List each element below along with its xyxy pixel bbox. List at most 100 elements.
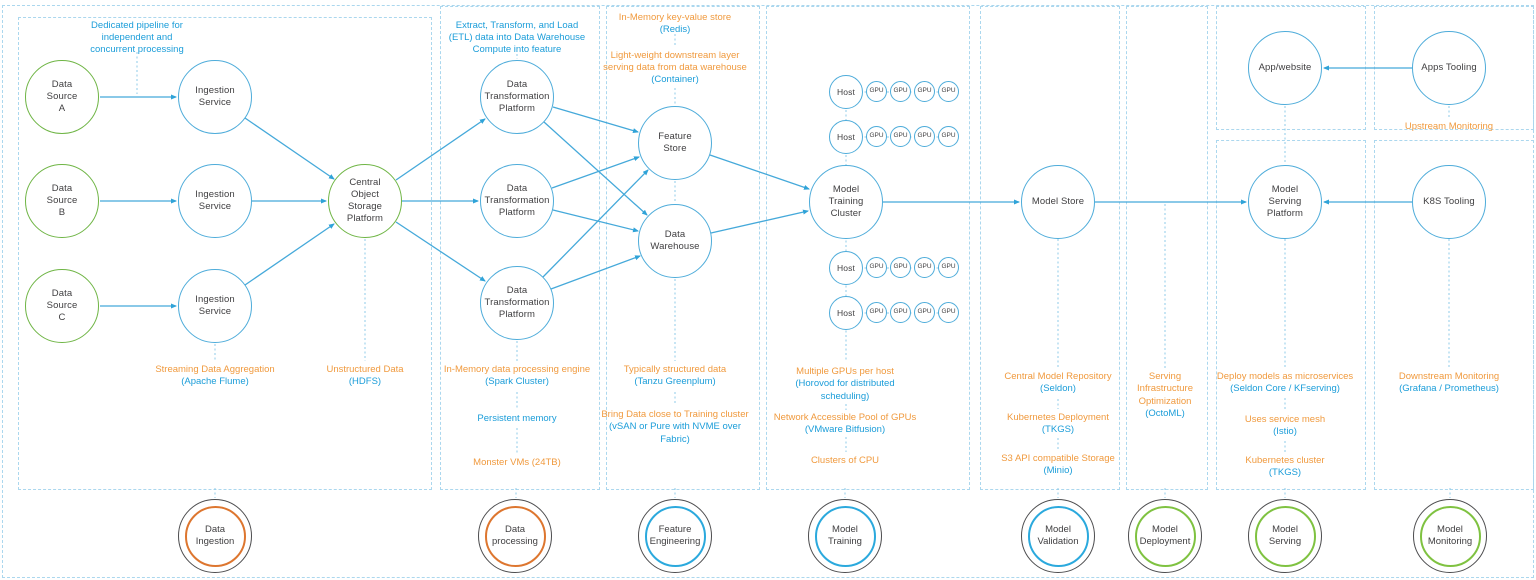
header-text-blue: (Container)	[651, 74, 699, 86]
node-label: Host	[837, 262, 855, 273]
header-dedicated-pipeline: Dedicated pipeline for independent and c…	[37, 20, 237, 56]
node-label: Feature Store	[658, 131, 692, 154]
note-orange: Streaming Data Aggregation	[155, 364, 275, 375]
node-app-website: App/website	[1248, 31, 1322, 105]
header-text: Extract, Transform, and Load (ETL) data …	[448, 20, 586, 56]
node-label: GPU	[893, 263, 908, 271]
header-text-orange: Light-weight downstream layer serving da…	[603, 50, 747, 74]
stage-label: Data processing	[492, 523, 538, 547]
node-central-object-storage: Central Object Storage Platform	[328, 164, 402, 238]
node-gpu: GPU	[890, 257, 911, 278]
note-central-model-repository: Central Model Repository (Seldon)	[958, 371, 1158, 396]
stage-label: Data Ingestion	[195, 523, 235, 547]
node-label: GPU	[917, 132, 932, 140]
note-blue: (Istio)	[1273, 426, 1297, 438]
node-gpu: GPU	[938, 302, 959, 323]
note-blue: (Grafana / Prometheus)	[1399, 383, 1499, 395]
node-gpu: GPU	[866, 257, 887, 278]
note-orange: Serving Infrastructure Optimization	[1137, 371, 1193, 407]
note-blue: (VMware Bitfusion)	[804, 424, 886, 436]
note-streaming-aggregation: Streaming Data Aggregation (Apache Flume…	[115, 364, 315, 389]
stage-model-serving: Model Serving	[1248, 499, 1322, 573]
note-cpu-clusters: Clusters of CPU	[745, 455, 945, 467]
note-service-mesh: Uses service mesh (Istio)	[1185, 414, 1385, 439]
note-blue: (Apache Flume)	[181, 376, 249, 388]
stage-model-training: Model Training	[808, 499, 882, 573]
note-blue: (Seldon)	[1040, 383, 1076, 395]
node-label: Ingestion Service	[195, 85, 235, 108]
node-label: Host	[837, 86, 855, 97]
node-feature-store: Feature Store	[638, 106, 712, 180]
node-gpu: GPU	[866, 302, 887, 323]
group-data-processing	[440, 6, 600, 490]
node-label: GPU	[869, 263, 884, 271]
header-text: Dedicated pipeline for independent and c…	[90, 20, 184, 56]
node-gpu: GPU	[914, 126, 935, 147]
node-label: Model Serving Platform	[1266, 184, 1304, 219]
node-label: GPU	[941, 308, 956, 316]
note-kubernetes-deployment: Kubernetes Deployment (TKGS)	[958, 412, 1158, 437]
node-label: Data Source A	[46, 79, 78, 114]
node-gpu: GPU	[938, 126, 959, 147]
node-label: Data Transformation Platform	[484, 79, 550, 114]
node-label: GPU	[917, 87, 932, 95]
note-upstream-monitoring: Upstream Monitoring	[1349, 121, 1536, 133]
node-label: Data Transformation Platform	[484, 285, 550, 320]
note-blue: (Horovod for distributed scheduling)	[795, 378, 895, 402]
node-label: Host	[837, 131, 855, 142]
node-label: GPU	[941, 132, 956, 140]
node-label: Ingestion Service	[195, 189, 235, 212]
note-blue: (TKGS)	[1041, 424, 1075, 436]
note-orange: Upstream Monitoring	[1404, 121, 1494, 132]
stage-ring: Model Training	[814, 505, 876, 567]
stage-ring: Model Serving	[1254, 505, 1316, 567]
note-blue: (OctoML)	[1145, 408, 1185, 420]
note-blue: (Spark Cluster)	[485, 376, 549, 388]
node-data-transformation-1: Data Transformation Platform	[480, 60, 554, 134]
note-blue: Persistent memory	[477, 413, 557, 424]
note-blue: (Seldon Core / KFserving)	[1230, 383, 1340, 395]
note-downstream-monitoring: Downstream Monitoring (Grafana / Prometh…	[1349, 371, 1536, 396]
group-data-ingestion	[18, 17, 432, 490]
stage-label: Feature Engineering	[649, 523, 701, 547]
note-orange: Monster VMs (24TB)	[473, 457, 561, 468]
node-gpu: GPU	[914, 81, 935, 102]
group-model-serving	[1216, 140, 1366, 490]
node-ingestion-service-a: Ingestion Service	[178, 60, 252, 134]
node-label: Model Training Cluster	[828, 184, 864, 219]
note-blue: (vSAN or Pure with NVME over Fabric)	[609, 421, 741, 445]
note-blue: (Minio)	[1043, 465, 1073, 477]
note-orange: In-Memory data processing engine	[443, 364, 591, 375]
note-orange: Network Accessible Pool of GPUs	[773, 412, 917, 423]
group-k8s-tooling	[1374, 140, 1534, 490]
node-k8s-tooling: K8S Tooling	[1412, 165, 1486, 239]
node-gpu: GPU	[890, 81, 911, 102]
note-blue: (Tanzu Greenplum)	[634, 376, 716, 388]
header-etl: Extract, Transform, and Load (ETL) data …	[417, 20, 617, 56]
node-label: GPU	[941, 263, 956, 271]
header-text-orange: In-Memory key-value store	[618, 12, 732, 23]
node-ingestion-service-c: Ingestion Service	[178, 269, 252, 343]
note-persistent-memory: Persistent memory	[417, 413, 617, 425]
node-gpu: GPU	[938, 257, 959, 278]
node-label: GPU	[917, 308, 932, 316]
stage-ring: Data Ingestion	[184, 505, 246, 567]
note-blue: (HDFS)	[348, 376, 382, 388]
note-orange: Bring Data close to Training cluster	[601, 409, 749, 420]
note-orange: Unstructured Data	[326, 364, 404, 375]
node-data-warehouse: Data Warehouse	[638, 204, 712, 278]
stage-ring: Data processing	[484, 505, 546, 567]
note-orange: Kubernetes cluster	[1245, 455, 1325, 466]
note-orange: Multiple GPUs per host	[796, 366, 894, 377]
group-feature-engineering	[606, 6, 760, 490]
group-model-validation	[980, 6, 1120, 490]
node-data-transformation-2: Data Transformation Platform	[480, 164, 554, 238]
node-data-source-c: Data Source C	[25, 269, 99, 343]
header-text-blue: (Redis)	[659, 24, 691, 36]
node-gpu: GPU	[914, 257, 935, 278]
header-kv-store: In-Memory key-value store (Redis)	[575, 12, 775, 36]
node-label: GPU	[893, 132, 908, 140]
note-gpu-pool: Network Accessible Pool of GPUs (VMware …	[745, 412, 945, 437]
